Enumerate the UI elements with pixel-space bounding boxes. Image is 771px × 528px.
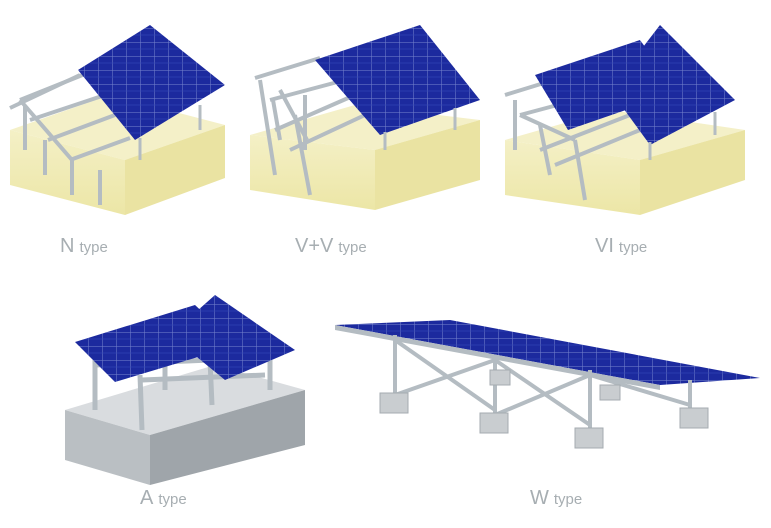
caption-letter: W <box>530 487 549 509</box>
caption-suffix: type <box>79 239 108 256</box>
w-type-illustration <box>335 320 760 449</box>
caption-suffix: type <box>338 239 367 256</box>
vi-type-illustration <box>504 25 745 215</box>
caption-suffix: type <box>618 239 648 256</box>
n-type-illustration <box>9 25 225 215</box>
caption-suffix: type <box>158 491 187 508</box>
caption-letter: A <box>140 487 154 509</box>
caption-letter: N <box>60 235 75 257</box>
caption-suffix: type <box>553 491 583 508</box>
a-type-illustration <box>65 295 305 485</box>
caption-letter: VI <box>595 235 614 257</box>
caption-letter: V+V <box>295 235 334 257</box>
vv-type-illustration <box>250 25 480 210</box>
